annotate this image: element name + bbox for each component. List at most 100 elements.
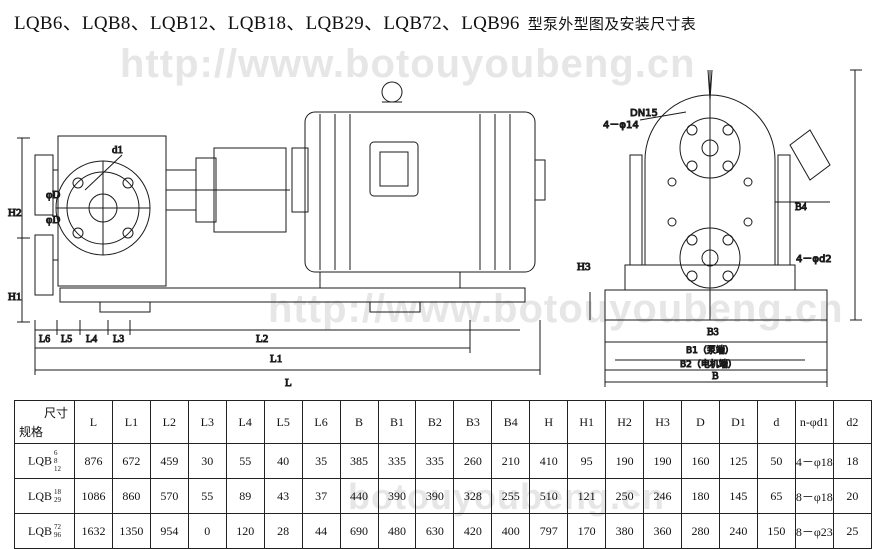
col-header: L5 [263,400,303,444]
table-header-row: 尺寸 规格 L L1 L2 L3 L4 L5 L6 B B1 B2 B3 B4 … [14,400,873,444]
table-cell: 190 [643,443,682,479]
col-header: D1 [718,400,758,444]
label-L4: L4 [86,334,97,345]
table-cell: 95 [567,443,607,479]
col-header: L2 [149,400,189,444]
header-corner: 尺寸 规格 [14,400,75,444]
table-cell: 459 [149,443,189,479]
title-models: LQB6、LQB8、LQB12、LQB18、LQB29、LQB72、LQB96 [14,13,520,34]
label-B3: B3 [707,327,719,338]
col-header: d [756,400,796,444]
col-header: L3 [187,400,227,444]
table-cell: 570 [149,478,189,514]
table-cell: 400 [491,513,531,549]
table-cell: 860 [111,478,151,514]
col-header: B1 [377,400,417,444]
table-cell: 8－φ23 [794,513,834,549]
label-phiD: φD [46,189,60,201]
table-cell: 1086 [74,478,113,514]
table-cell: 246 [643,478,682,514]
table-cell: 150 [756,513,796,549]
terminal-box [369,141,419,197]
table-cell: 390 [415,478,455,514]
title-suffix: 型泵外型图及安装尺寸表 [527,15,697,33]
table-cell: 260 [453,443,493,479]
label-L5: L5 [61,334,72,345]
label-L3: L3 [113,334,124,345]
col-header: n-φd1 [794,400,834,444]
label-d2: 4－φd2 [796,254,832,265]
table-cell: 0 [187,513,227,549]
table-cell: 55 [187,478,227,514]
lifting-eye [381,81,403,103]
table-cell: 180 [681,478,720,514]
coupling-guard [213,147,287,233]
table-cell: 210 [491,443,531,479]
table-cell: 420 [453,513,493,549]
side-view: d1 φD φD H2 H1 L6 L5 L4 L3 L2 L1 L [8,81,546,390]
table-cell: 190 [605,443,645,479]
col-header: B [339,400,379,444]
table-cell: 672 [111,443,151,479]
table-cell: 35 [301,443,341,479]
col-header: L [74,400,113,444]
end-view: DN15 4－φ14 B4 H3 4－φd2 B3 B1（泵端） B2（电机端）… [577,69,862,387]
table-cell: 360 [643,513,682,549]
table-cell: 20 [832,478,873,514]
table-cell: 125 [718,443,758,479]
col-header: d2 [832,400,873,444]
col-header: L6 [301,400,341,444]
table-cell: 30 [187,443,227,479]
dimension-table: 尺寸 规格 L L1 L2 L3 L4 L5 L6 B B1 B2 B3 B4 … [14,400,873,549]
table-cell: 510 [529,478,569,514]
table-cell: 335 [377,443,417,479]
table-cell: 43 [263,478,303,514]
base-rail [59,287,526,303]
label-H2: H2 [8,207,21,219]
pump-outline-drawing: d1 φD φD H2 H1 L6 L5 L4 L3 L2 L1 L [8,69,862,390]
col-header: L4 [225,400,265,444]
table-cell: 954 [149,513,189,549]
table-cell: 690 [339,513,379,549]
label-L: L [285,377,292,389]
label-L1: L1 [270,353,282,365]
table-cell: 121 [567,478,607,514]
table-cell: 240 [718,513,758,549]
header-corner-top: 尺寸 [43,406,68,420]
table-cell: 50 [756,443,796,479]
table-cell: 145 [718,478,758,514]
table-cell: 28 [263,513,303,549]
table-cell: 385 [339,443,379,479]
table-cell: 440 [339,478,379,514]
label-d1: d1 [112,144,123,156]
table-cell: 25 [832,513,873,549]
table-cell: 55 [225,443,265,479]
col-header: H1 [567,400,607,444]
table-cell: 250 [605,478,645,514]
label-holes: 4－φ14 [603,120,639,131]
motor-body [304,111,536,273]
table-cell: 797 [529,513,569,549]
col-header: H [529,400,569,444]
drawing-title: LQB6、LQB8、LQB12、LQB18、LQB29、LQB72、LQB96 型… [14,8,696,34]
label-B1: B1（泵端） [686,344,734,356]
table-cell: 255 [491,478,531,514]
table-cell: 410 [529,443,569,479]
table-cell: 89 [225,478,265,514]
watermark-middle: http://www.botouyoubeng.cn [268,287,844,331]
label-H1: H1 [8,291,21,303]
header-corner-bottom: 规格 [19,425,44,439]
label-B4: B4 [795,202,807,213]
label-DN15: DN15 [630,108,658,119]
label-phiD-inner: φD [46,214,60,226]
watermark-top: http://www.botouyoubeng.cn [120,42,696,86]
table-cell: 328 [453,478,493,514]
table-cell: 65 [756,478,796,514]
table-cell: 40 [263,443,303,479]
table-cell: 120 [225,513,265,549]
col-header: L1 [111,400,151,444]
